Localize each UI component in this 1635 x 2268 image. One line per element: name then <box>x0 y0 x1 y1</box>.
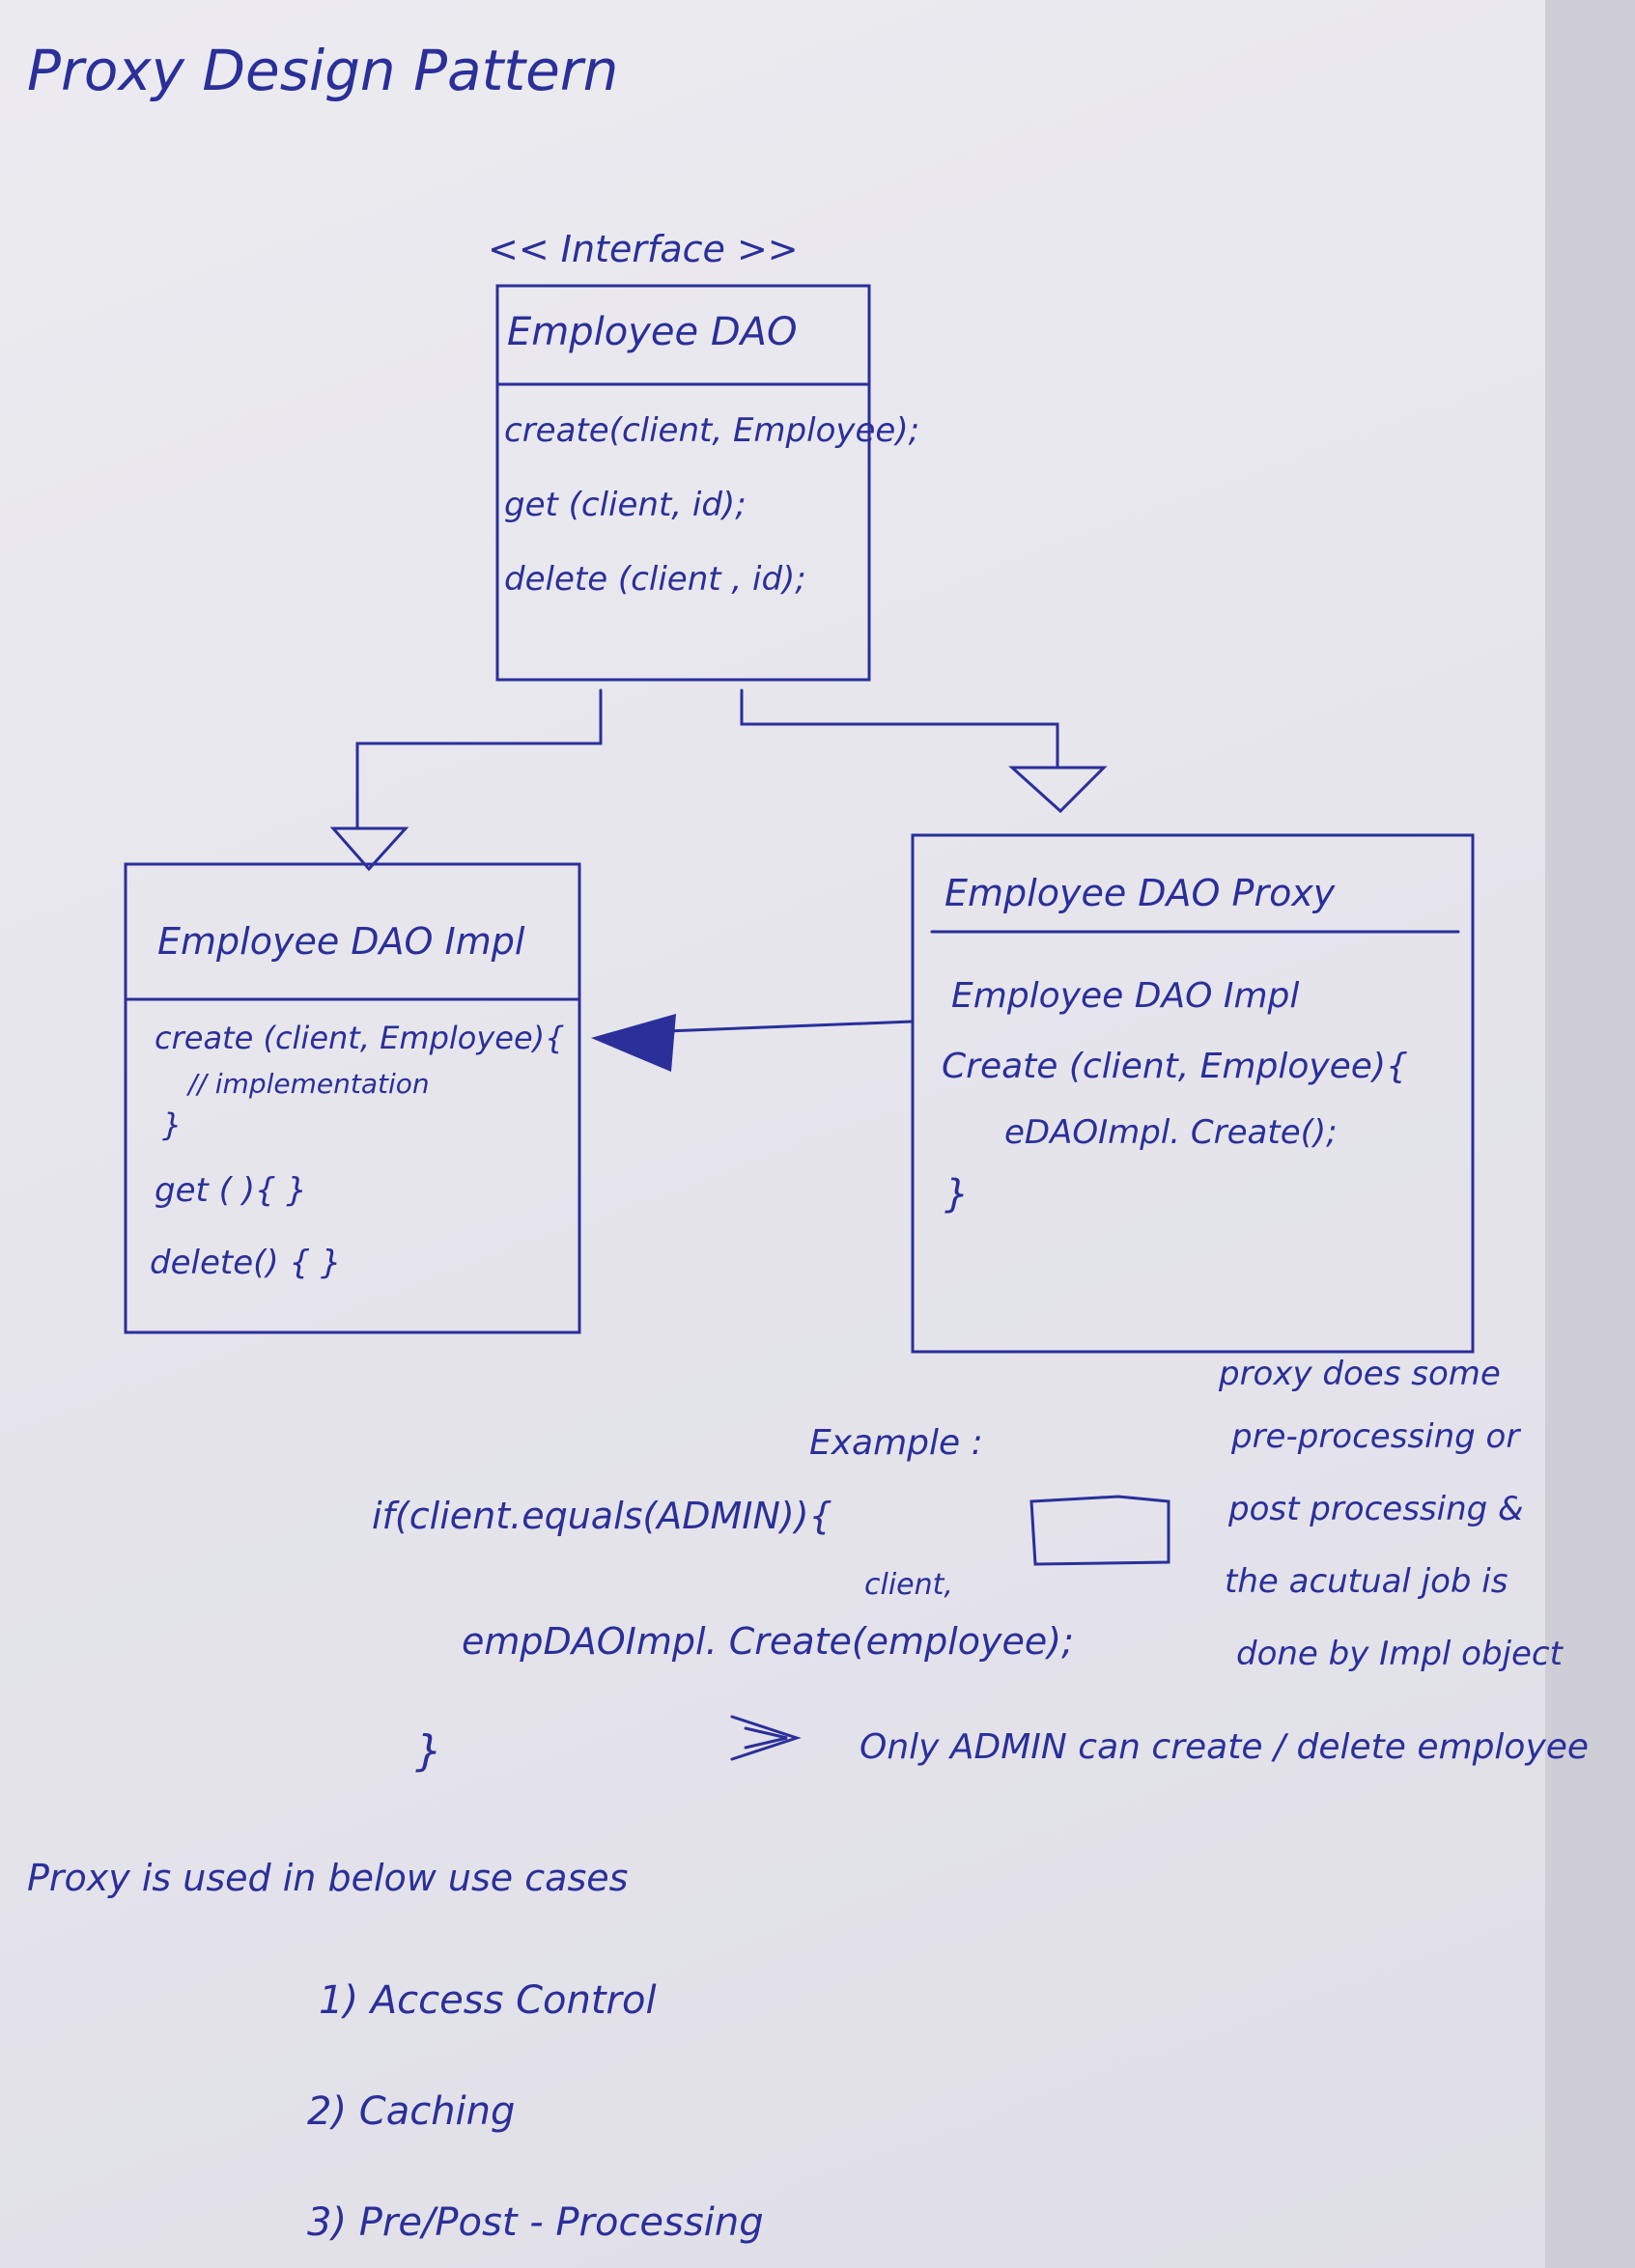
implies-arrow <box>730 1715 802 1761</box>
proxy-create-call: eDAOImpl. Create(); <box>1004 1113 1338 1152</box>
example-close-brace: } <box>415 1726 442 1776</box>
page-title: Proxy Design Pattern <box>27 38 619 103</box>
example-client-arg: client, <box>864 1568 953 1602</box>
example-create-call: empDAOImpl. Create(employee); <box>462 1620 1074 1663</box>
impl-comment: // implementation <box>188 1068 430 1100</box>
interface-method-get: get (client, id); <box>504 486 747 524</box>
use-cases-heading: Proxy is used in below use cases <box>27 1857 629 1899</box>
paper-sheet <box>0 0 1545 2268</box>
impl-create-signature: create (client, Employee){ <box>155 1020 565 1056</box>
note-line-3: post processing & <box>1228 1490 1524 1528</box>
use-case-3: 3) Pre/Post - Processing <box>307 2200 764 2245</box>
note-line-1: proxy does some <box>1219 1355 1501 1393</box>
note-pointer-arrow <box>1029 1495 1170 1566</box>
use-case-2: 2) Caching <box>307 2089 516 2134</box>
impl-create-close: } <box>162 1106 183 1143</box>
proxy-create-signature: Create (client, Employee){ <box>942 1047 1408 1086</box>
interface-name: Employee DAO <box>507 310 798 354</box>
note-line-5: done by Impl object <box>1236 1635 1563 1673</box>
proxy-field: Employee DAO Impl <box>951 976 1300 1016</box>
impl-inheritance-line <box>355 688 603 830</box>
proxy-name: Employee DAO Proxy <box>944 872 1336 914</box>
impl-name: Employee DAO Impl <box>157 920 525 963</box>
proxy-box <box>911 833 1475 1354</box>
interface-stereotype: << Interface >> <box>488 228 799 270</box>
impl-get: get ( ){ } <box>155 1171 308 1210</box>
impl-box <box>124 862 581 1334</box>
proxy-inheritance-line <box>740 688 1059 770</box>
impl-delete: delete() { } <box>150 1244 342 1282</box>
interface-method-delete: delete (client , id); <box>504 560 806 599</box>
interface-box <box>495 284 871 682</box>
impl-inheritance-arrowhead <box>329 826 409 872</box>
interface-method-create: create(client, Employee); <box>504 411 920 450</box>
proxy-create-close: } <box>944 1172 970 1217</box>
example-label: Example : <box>809 1423 983 1463</box>
proxy-inheritance-arrowhead <box>1008 766 1108 814</box>
association-arrowhead <box>591 1014 676 1072</box>
note-line-4: the acutual job is <box>1225 1562 1508 1601</box>
association-line <box>664 1020 915 1033</box>
example-result: Only ADMIN can create / delete employee <box>860 1727 1590 1767</box>
example-if-line: if(client.equals(ADMIN)){ <box>372 1495 832 1537</box>
note-line-2: pre-processing or <box>1231 1417 1520 1456</box>
use-case-1: 1) Access Control <box>319 1978 657 2023</box>
